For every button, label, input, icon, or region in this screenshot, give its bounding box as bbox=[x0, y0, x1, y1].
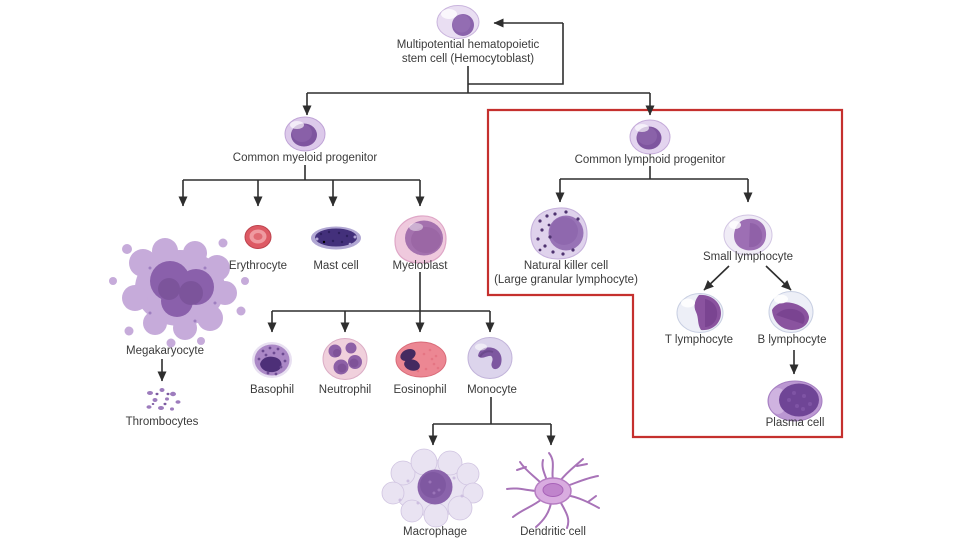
myeloid-progenitor-label: Common myeloid progenitor bbox=[232, 152, 378, 164]
hemocytoblast-label: Multipotential hematopoietic stem cell (… bbox=[396, 39, 540, 65]
plasma-cell-label: Plasma cell bbox=[765, 417, 825, 429]
megakaryocyte-label: Megakaryocyte bbox=[126, 345, 204, 357]
plasma-cell-image bbox=[767, 380, 823, 422]
mast-cell-label: Mast cell bbox=[313, 260, 359, 272]
basophil-cell-image bbox=[252, 342, 292, 378]
myeloid-progenitor-cell-image bbox=[284, 116, 326, 152]
dendritic-cell-image bbox=[506, 452, 600, 529]
lymphoid-progenitor-label: Common lymphoid progenitor bbox=[574, 154, 726, 166]
lymphoid-highlight-box bbox=[486, 108, 844, 439]
t-lymphocyte-label: T lymphocyte bbox=[664, 334, 734, 346]
macrophage-label: Macrophage bbox=[403, 526, 467, 538]
small-lymphocyte-label: Small lymphocyte bbox=[702, 251, 794, 263]
natural-killer-cell-label: Natural killer cell (Large granular lymp… bbox=[494, 260, 638, 286]
mast-cell-image bbox=[311, 226, 361, 250]
t-lymphocyte-cell-image bbox=[676, 293, 724, 333]
monocyte-cell-image bbox=[467, 337, 513, 379]
tree-connectors bbox=[157, 18, 799, 446]
hemocytoblast-cell-image bbox=[436, 5, 480, 39]
megakaryocyte-cell-image bbox=[109, 238, 249, 348]
eosinophil-cell-image bbox=[395, 341, 447, 378]
basophil-label: Basophil bbox=[249, 384, 295, 396]
monocyte-label: Monocyte bbox=[467, 384, 517, 396]
lymphoid-progenitor-cell-image bbox=[629, 119, 671, 155]
neutrophil-label: Neutrophil bbox=[318, 384, 372, 396]
thrombocytes-image bbox=[146, 388, 181, 411]
neutrophil-cell-image bbox=[322, 338, 368, 380]
erythrocyte-cell-image bbox=[244, 225, 272, 249]
myeloblast-cell-image bbox=[394, 215, 447, 264]
natural-killer-cell-image bbox=[530, 207, 588, 260]
myeloblast-label: Myeloblast bbox=[392, 260, 448, 272]
eosinophil-label: Eosinophil bbox=[393, 384, 447, 396]
b-lymphocyte-cell-image bbox=[768, 291, 814, 333]
macrophage-cell-image bbox=[381, 448, 484, 528]
small-lymphocyte-cell-image bbox=[723, 214, 773, 256]
erythrocyte-label: Erythrocyte bbox=[228, 260, 288, 272]
b-lymphocyte-label: B lymphocyte bbox=[757, 334, 827, 346]
thrombocytes-label: Thrombocytes bbox=[125, 416, 199, 428]
dendritic-cell-label: Dendritic cell bbox=[520, 526, 586, 538]
